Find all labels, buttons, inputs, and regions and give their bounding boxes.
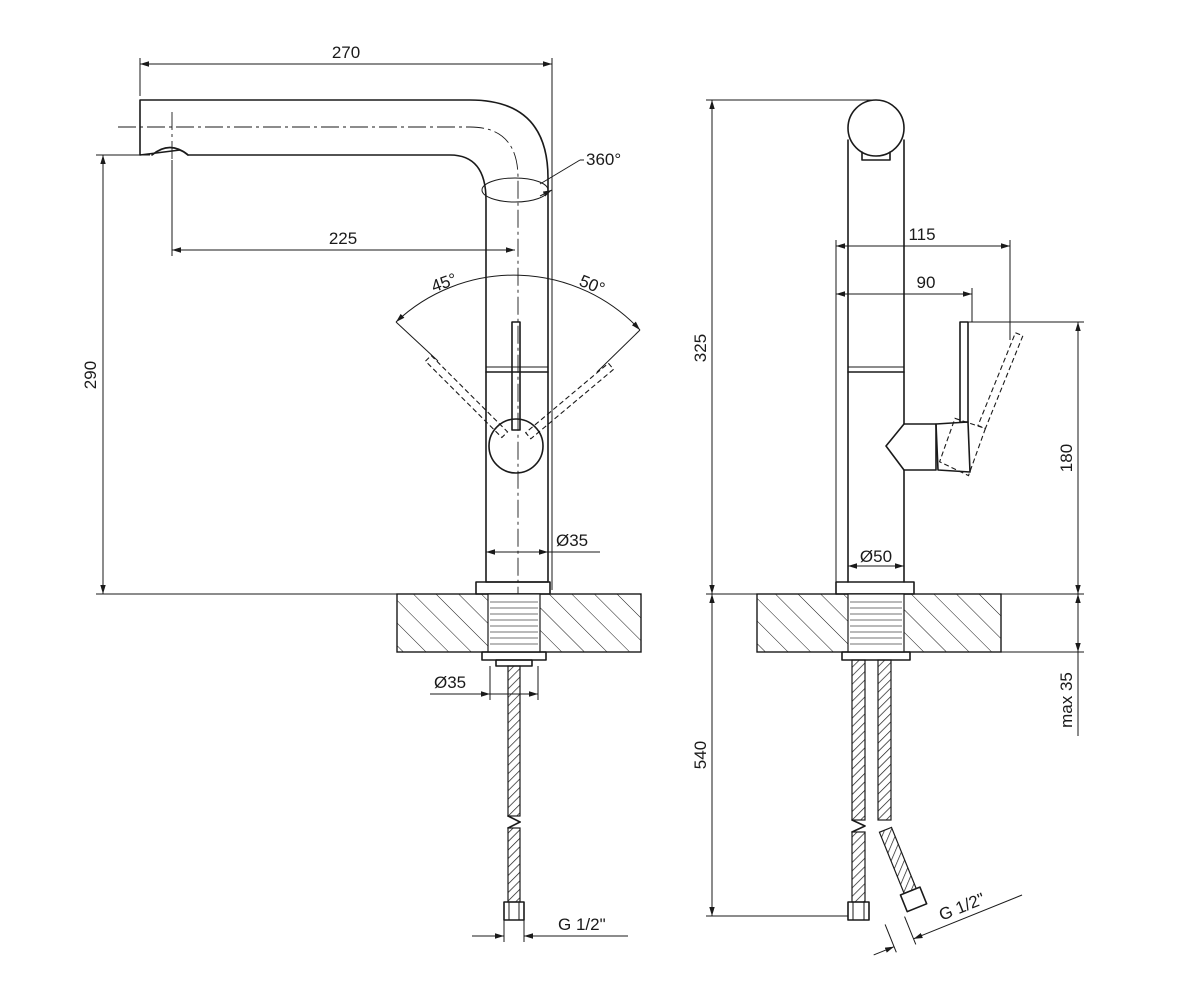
side-shank-threads <box>850 601 902 645</box>
mounting-nut <box>481 651 547 661</box>
leader-360 <box>539 159 581 185</box>
dim-180: 180 <box>1057 444 1076 472</box>
dim-225: 225 <box>329 229 357 248</box>
dim-360: 360° <box>586 150 621 169</box>
handle-body <box>903 423 937 471</box>
spout-outline <box>139 99 549 583</box>
dim-115: 115 <box>908 225 935 244</box>
swivel-arrow <box>539 189 553 197</box>
hose-left-fitting <box>847 901 870 921</box>
spout-head <box>847 99 905 157</box>
angle-ext-right <box>596 329 641 373</box>
dim-290: 290 <box>81 361 100 389</box>
dim-325: 325 <box>691 334 710 362</box>
supply-hose-lower <box>507 827 521 903</box>
base-plate <box>475 581 551 595</box>
hose-left-lower <box>851 831 866 903</box>
aerator <box>151 146 189 156</box>
mounting-washer <box>495 659 533 667</box>
shank-threads <box>490 601 538 645</box>
hose-fitting <box>503 901 525 921</box>
hose-right-bent <box>878 826 928 913</box>
spout-centerline <box>118 126 519 600</box>
side-threaded-shank <box>847 593 905 653</box>
angle-arc <box>395 274 641 331</box>
dim-90: 90 <box>917 273 936 292</box>
side-base-plate <box>835 581 915 595</box>
handle-lever <box>511 321 521 431</box>
aerator-side <box>861 151 891 161</box>
handle-front <box>885 423 905 471</box>
dim-270: 270 <box>332 43 360 62</box>
dim-dia50: Ø50 <box>860 547 892 566</box>
supply-hose-upper <box>507 665 521 817</box>
angle-ext-left <box>395 321 439 362</box>
hose-right-upper <box>877 659 892 821</box>
threaded-shank <box>487 593 541 653</box>
lever-tilted <box>938 332 1024 477</box>
side-mounting-nut <box>841 651 911 661</box>
dim-g12-left: G 1/2" <box>558 915 606 934</box>
dim-dia35-body: Ø35 <box>556 531 588 550</box>
front-view: 270 225 290 360° 45° 50° Ø35 Ø35 G 1/2" <box>81 43 642 942</box>
dim-dia35-base: Ø35 <box>434 673 466 692</box>
dim-540: 540 <box>691 741 710 769</box>
handle-hub <box>488 418 544 474</box>
side-view: 325 540 115 90 180 max 35 Ø50 <box>691 99 1084 956</box>
g12-right-dimension: G 1/2" <box>873 889 1023 956</box>
lever-position-right <box>524 362 615 440</box>
lever-position-left <box>424 354 509 439</box>
swivel-ellipse <box>481 177 549 203</box>
handle-cap <box>935 421 971 473</box>
angle-45: 45° <box>429 270 460 297</box>
hose-left-upper <box>851 659 866 821</box>
dim-max35: max 35 <box>1057 672 1076 728</box>
handle-lever-side <box>959 321 969 423</box>
angle-50: 50° <box>577 271 608 298</box>
